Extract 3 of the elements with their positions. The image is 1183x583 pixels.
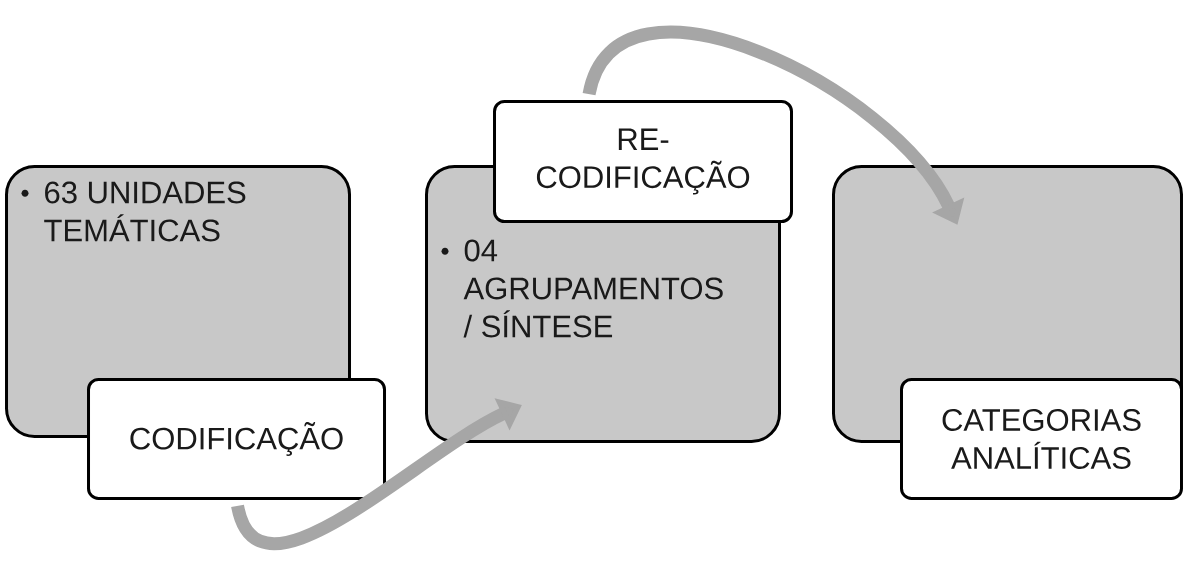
label-box: RE-CODIFICAÇÃO (493, 100, 793, 223)
label-box: CODIFICAÇÃO (87, 378, 386, 500)
label-box: CATEGORIAS ANALÍTICAS (900, 378, 1183, 500)
